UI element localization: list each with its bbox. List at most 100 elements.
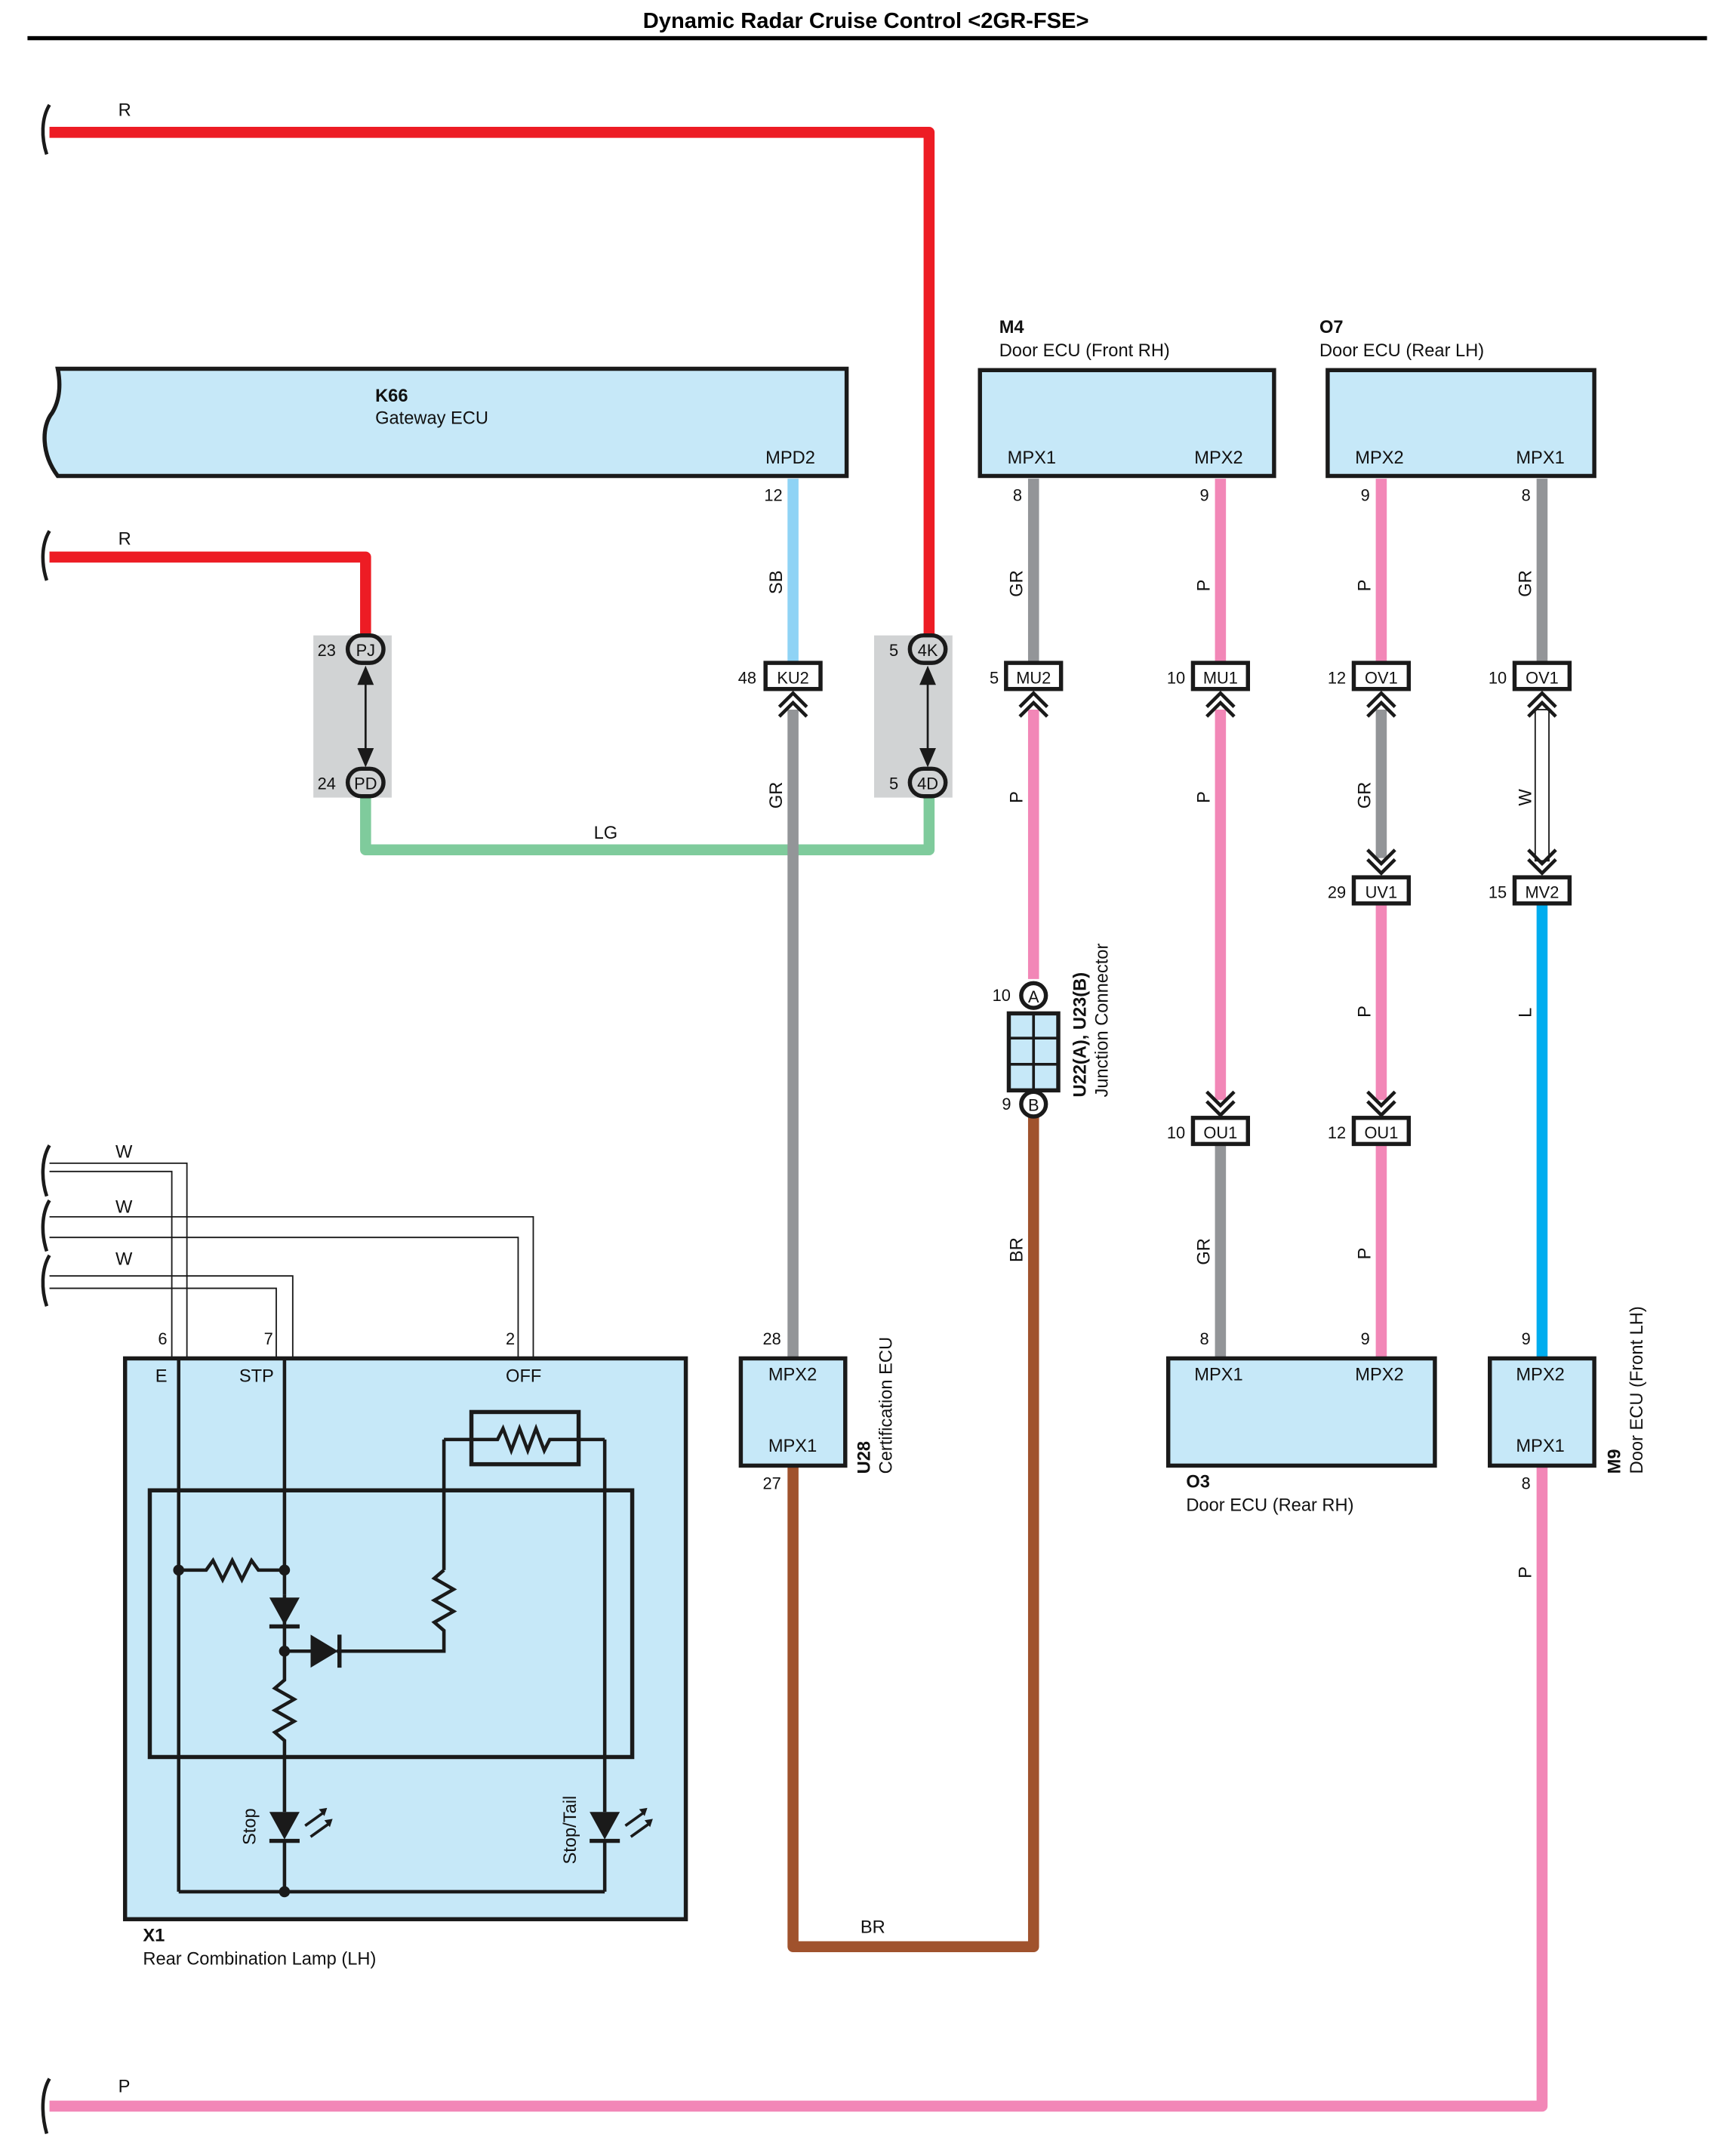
junction-dot: [279, 1564, 291, 1576]
m9-pin-2: 8: [1522, 1474, 1531, 1492]
m4-pin-1: 8: [1013, 485, 1022, 504]
wire-w1-b[interactable]: [49, 1170, 173, 1359]
connector-4d[interactable]: 4D: [907, 766, 948, 799]
svg-text:PJ: PJ: [356, 641, 375, 660]
connector-ov1-10[interactable]: OV1: [1512, 661, 1572, 691]
wire-label-r-mid: R: [119, 530, 131, 550]
wire-label-p-m4: P: [1194, 580, 1214, 592]
connector-pj[interactable]: PJ: [345, 633, 386, 665]
o3-id: O3: [1186, 1473, 1210, 1492]
connector-4k-pin: 5: [889, 641, 898, 660]
o3-pin-2: 9: [1361, 1329, 1370, 1348]
k66-id: K66: [375, 387, 408, 406]
svg-text:OV1: OV1: [1526, 668, 1559, 687]
wire-label-w2: W: [115, 1197, 133, 1217]
m4-door-ecu-front-rh[interactable]: [978, 368, 1276, 479]
wire-label-gr-m4: GR: [1008, 570, 1027, 596]
o3-pin-1: 8: [1200, 1329, 1209, 1348]
connector-4d-pin: 5: [889, 775, 898, 793]
connector-mu2[interactable]: MU2: [1004, 661, 1064, 691]
wire-label-w1: W: [115, 1143, 133, 1163]
wire-br-bottom[interactable]: [787, 1113, 1039, 1953]
wire-break-w1: [41, 1144, 51, 1197]
connector-ou1-12-pin: 12: [1328, 1123, 1346, 1142]
u22-pin-b: 9: [1002, 1095, 1011, 1113]
wire-w2-a[interactable]: [49, 1215, 534, 1359]
wire-r-top[interactable]: [49, 127, 935, 649]
wire-label-p-mu1: P: [1194, 791, 1214, 803]
wire-break-w2: [41, 1199, 51, 1252]
connector-ku2-pin: 48: [738, 668, 756, 687]
k66-name: Gateway ECU: [375, 408, 488, 428]
connector-uv1[interactable]: UV1: [1351, 875, 1412, 906]
wire-w1-a[interactable]: [49, 1162, 188, 1359]
svg-text:4K: 4K: [918, 641, 938, 660]
wire-label-p-bottom: P: [119, 2077, 131, 2097]
wire-label-p-ou1: P: [1355, 1248, 1375, 1260]
svg-text:PD: PD: [354, 775, 377, 793]
x1-id: X1: [143, 1926, 165, 1945]
connector-pd[interactable]: PD: [345, 766, 386, 799]
wire-w3-b[interactable]: [49, 1287, 277, 1359]
x1-pin-off: 2: [506, 1329, 515, 1348]
svg-text:MU2: MU2: [1016, 668, 1051, 687]
wire-lg[interactable]: [360, 797, 935, 856]
k66-pin: 12: [764, 485, 782, 504]
connector-ku2[interactable]: KU2: [763, 661, 823, 691]
wire-w3-a[interactable]: [49, 1275, 294, 1359]
junction-dot: [279, 1886, 291, 1898]
arrow-pj-pd: [357, 665, 374, 768]
connector-ou1-10[interactable]: OU1: [1190, 1116, 1251, 1147]
title-rule: [27, 35, 1707, 41]
o3-terminal-2: MPX2: [1355, 1366, 1403, 1385]
chevron-up-icon: [1018, 690, 1049, 718]
o7-door-ecu-rear-lh[interactable]: [1325, 368, 1596, 479]
wire-r-mid[interactable]: [49, 551, 371, 647]
connector-mu2-pin: 5: [990, 668, 999, 687]
connector-mu1[interactable]: MU1: [1190, 661, 1251, 691]
wire-w2-b[interactable]: [49, 1237, 519, 1359]
connector-ou1-12[interactable]: OU1: [1351, 1116, 1412, 1147]
wire-w-ov1[interactable]: [1534, 709, 1550, 862]
svg-text:MV2: MV2: [1525, 882, 1559, 901]
page-title: Dynamic Radar Cruise Control <2GR-FSE>: [643, 9, 1089, 33]
junction-dot: [173, 1564, 184, 1576]
x1-internal-circuit: [147, 1358, 635, 1894]
led-stop-tail-icon: [590, 1807, 653, 1843]
connector-pj-pin: 23: [318, 641, 336, 660]
wire-label-gr-ou1: GR: [1194, 1238, 1214, 1264]
arrow-4k-4d: [919, 665, 936, 768]
diode-icon: [310, 1634, 338, 1668]
connector-ov1-10-pin: 10: [1489, 668, 1507, 687]
svg-text:OU1: OU1: [1364, 1123, 1398, 1142]
u28-certification-ecu[interactable]: [738, 1356, 848, 1468]
k66-gateway-ecu[interactable]: [42, 366, 849, 479]
u28-terminal-2: MPX1: [768, 1437, 817, 1456]
wire-break-r-top: [41, 103, 51, 156]
wire-label-l-mv2: L: [1516, 1008, 1535, 1018]
o7-id: O7: [1319, 318, 1344, 337]
connector-mu1-pin: 10: [1167, 668, 1185, 687]
svg-text:4D: 4D: [917, 775, 938, 793]
m4-id: M4: [999, 318, 1025, 337]
junction-connector-u22-u23[interactable]: A B: [1006, 981, 1061, 1119]
connector-4k[interactable]: 4K: [907, 633, 948, 665]
wire-label-br-u22: BR: [1008, 1237, 1027, 1262]
wire-break-r-mid: [41, 530, 51, 581]
connector-ov1-12[interactable]: OV1: [1351, 661, 1412, 691]
x1-pin-e: 6: [158, 1329, 167, 1348]
m4-name: Door ECU (Front RH): [999, 341, 1170, 361]
u22-pin-a: 10: [993, 986, 1011, 1005]
m4-terminal-1: MPX1: [1008, 448, 1056, 468]
u22-id: U22(A), U23(B): [1070, 972, 1090, 1098]
x1-rear-combination-lamp[interactable]: [122, 1356, 688, 1922]
connector-mv2[interactable]: MV2: [1512, 875, 1572, 906]
o3-door-ecu-rear-rh[interactable]: [1165, 1356, 1437, 1468]
svg-text:OU1: OU1: [1203, 1123, 1237, 1142]
svg-text:B: B: [1028, 1096, 1039, 1115]
o7-terminal-1: MPX2: [1355, 448, 1403, 468]
m9-door-ecu-front-lh[interactable]: [1488, 1356, 1596, 1468]
svg-text:MU1: MU1: [1203, 668, 1238, 687]
wire-p-bottom[interactable]: [49, 1465, 1548, 2112]
